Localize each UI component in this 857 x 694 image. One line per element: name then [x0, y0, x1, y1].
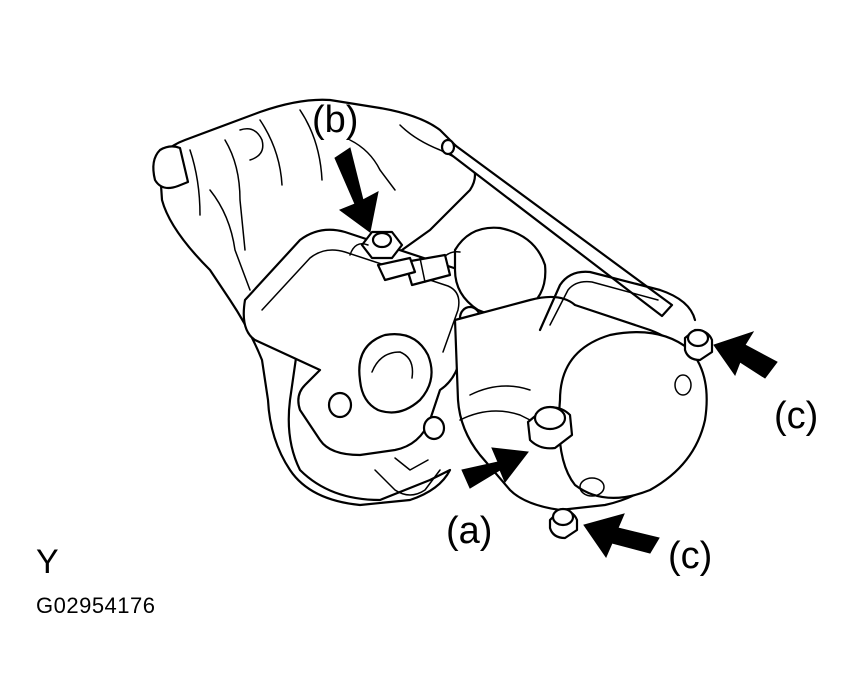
callout-c-lower: (c) — [668, 535, 712, 577]
arrow-c-lower — [583, 513, 660, 559]
arrow-b — [334, 147, 379, 233]
end-cover-bolt-upper — [683, 328, 714, 362]
end-cover-bolt-lower — [548, 507, 579, 540]
callout-c-upper: (c) — [774, 395, 818, 437]
callout-b: (b) — [312, 99, 358, 141]
arrow-a — [461, 447, 529, 489]
stud-bolt — [526, 405, 574, 450]
callout-a: (a) — [446, 510, 492, 552]
terminal-nut — [349, 230, 417, 282]
view-letter: Y — [36, 543, 59, 581]
through-bolt — [440, 138, 674, 318]
figure-id: G02954176 — [36, 593, 156, 618]
magnetic-switch — [403, 226, 547, 317]
arrow-c-upper — [713, 331, 778, 379]
gear-case — [152, 98, 482, 507]
